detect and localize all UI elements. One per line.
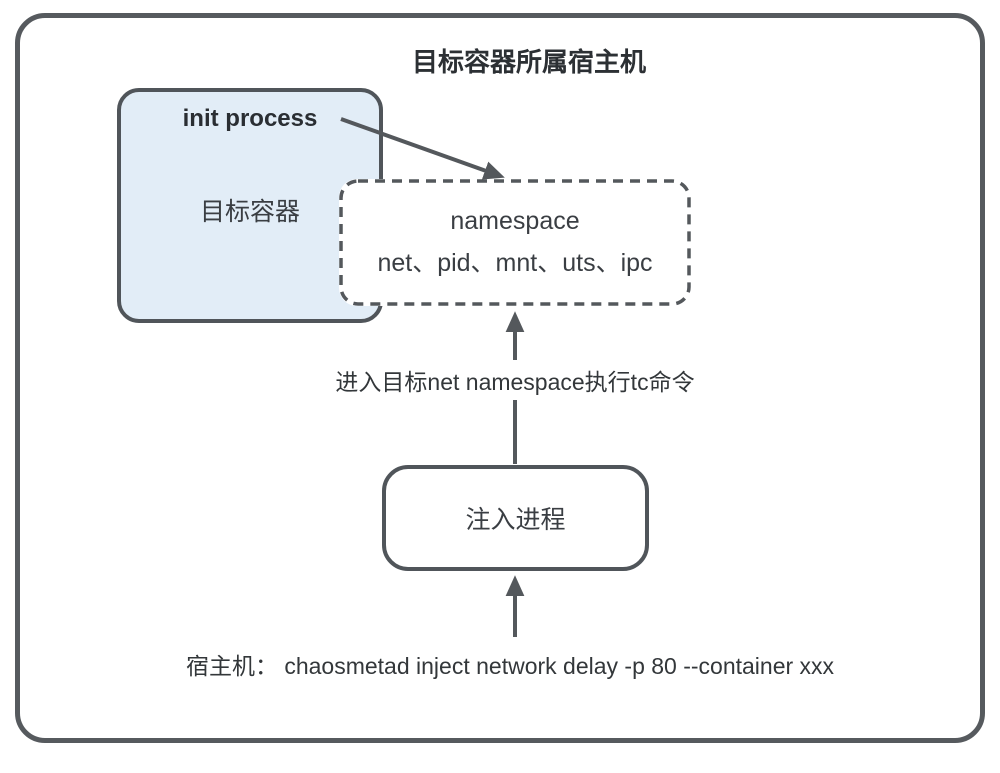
- namespace-types-label: net、pid、mnt、uts、ipc: [377, 249, 653, 277]
- target-container-label: 目标容器: [199, 198, 301, 226]
- host-command-text: 宿主机： chaosmetad inject network delay -p …: [185, 653, 835, 679]
- inject-process-box: 注入进程: [382, 465, 649, 571]
- inject-process-label: 注入进程: [465, 506, 566, 534]
- enter-namespace-annotation: 进入目标net namespace执行tc命令: [325, 360, 705, 400]
- diagram-title: 目标容器所属宿主机: [411, 47, 647, 77]
- namespace-box: namespace net、pid、mnt、uts、ipc: [339, 179, 691, 306]
- init-process-label: init process: [182, 105, 318, 132]
- target-container-box: init process 目标容器: [117, 88, 383, 323]
- namespace-title: namespace: [450, 207, 580, 235]
